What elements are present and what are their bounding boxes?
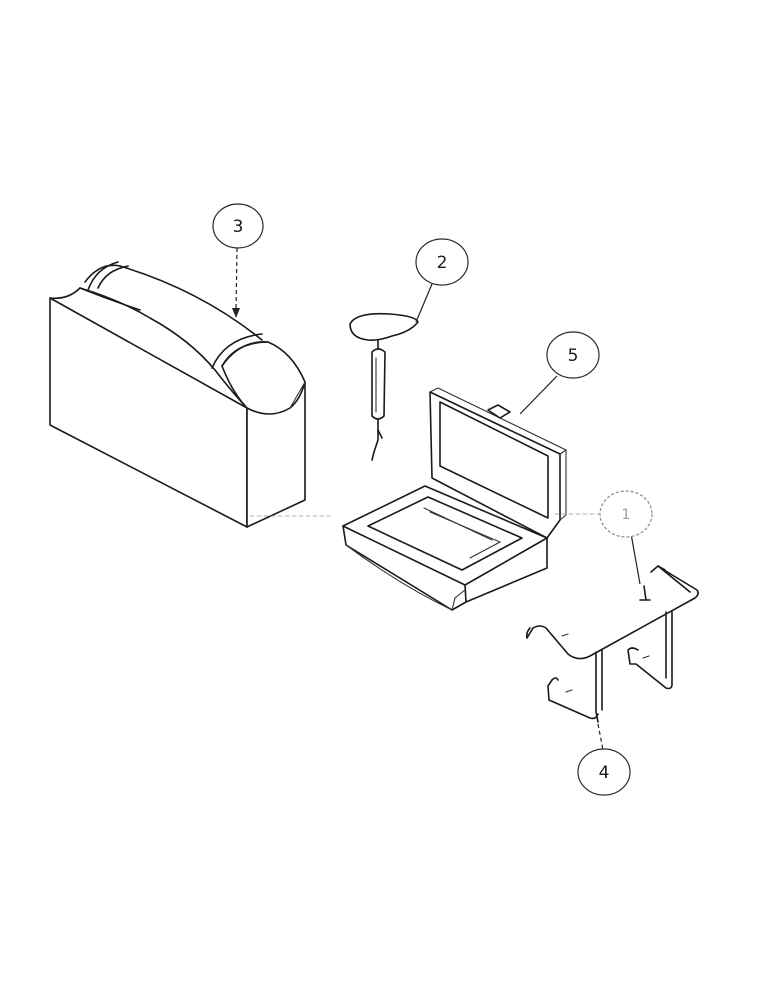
part-bracket	[526, 565, 699, 723]
callout-2: 2	[415, 238, 469, 286]
part-tool	[349, 312, 419, 461]
callout-2-label: 2	[437, 253, 448, 273]
callout-4: 4	[577, 748, 631, 796]
leader-5	[519, 375, 558, 415]
leader-3	[235, 247, 238, 313]
arrowhead-3	[232, 308, 240, 318]
leader-4	[597, 723, 604, 751]
callout-4-label: 4	[599, 763, 610, 783]
part-case	[342, 387, 568, 611]
callout-1-label: 1	[622, 507, 631, 523]
leader-1	[629, 527, 641, 585]
callout-1: 1	[599, 490, 653, 538]
callout-3: 3	[212, 203, 264, 249]
callout-5-label: 5	[568, 346, 579, 366]
callout-5: 5	[546, 331, 600, 379]
callout-3-label: 3	[233, 217, 244, 237]
leader-2	[415, 283, 433, 323]
part-cushion	[49, 261, 306, 528]
